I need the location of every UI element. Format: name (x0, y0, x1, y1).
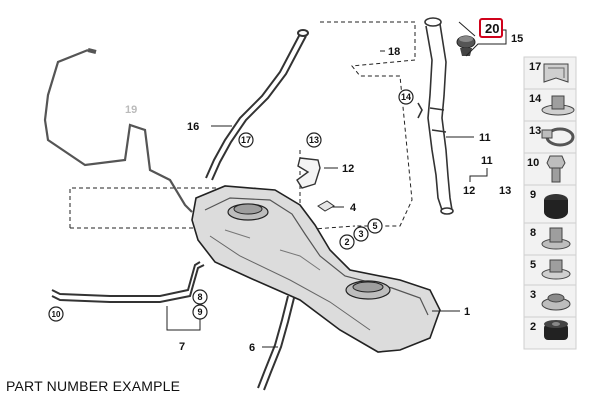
label-1: 1 (464, 306, 470, 318)
label-12b: 12 (463, 185, 475, 197)
callout-5: 5 (372, 221, 377, 231)
legend-item-13[interactable]: 13 (523, 120, 577, 154)
callout-2: 2 (344, 237, 349, 247)
legend-label-5: 5 (530, 259, 536, 271)
legend-label-13: 13 (529, 125, 541, 137)
part-16-pipe (205, 29, 309, 181)
legend-item-5[interactable]: 5 (523, 254, 577, 286)
leader-lines (166, 21, 507, 348)
collar-nut-icon (541, 293, 571, 311)
label-15: 15 (511, 33, 523, 45)
bolt-icon (546, 155, 566, 183)
legend-item-2[interactable]: 2 (523, 316, 577, 350)
worm-clamp-icon (541, 127, 575, 147)
part-12-hose (296, 157, 321, 189)
label-7: 7 (179, 341, 185, 353)
legend-label-8: 8 (530, 227, 536, 239)
legend-item-9[interactable]: 9 (523, 184, 577, 224)
label-13b: 13 (499, 185, 511, 197)
rubber-mount-icon (544, 194, 568, 219)
callout-9: 9 (197, 307, 202, 317)
legend-item-17[interactable]: 17 (523, 56, 577, 90)
part-20-cap (456, 35, 476, 56)
highlight-box-20 (479, 18, 503, 38)
label-16: 16 (187, 121, 199, 133)
legend-item-10[interactable]: 10 (523, 152, 577, 186)
label-11a: 11 (479, 132, 491, 144)
legend-label-14: 14 (529, 93, 542, 105)
label-6: 6 (249, 342, 255, 354)
legend-item-3[interactable]: 3 (523, 284, 577, 318)
label-4: 4 (350, 202, 357, 214)
grommet-nut-icon (541, 95, 575, 116)
rubber-bushing-icon (544, 320, 568, 340)
label-11b: 11 (481, 155, 493, 167)
callout-3: 3 (358, 229, 363, 239)
part-19-line (43, 48, 193, 213)
callout-circles: 14 17 13 2 3 5 8 9 10 (48, 89, 414, 322)
flange-nut-icon (541, 259, 571, 280)
label-20: 20 (485, 21, 499, 36)
part-4-clip (317, 200, 335, 212)
legend-item-8[interactable]: 8 (523, 222, 577, 256)
washer-nut-icon (541, 227, 571, 250)
part-11-filler-neck (417, 17, 454, 215)
label-18: 18 (388, 46, 400, 58)
part-labels: 20 15 18 19 16 11 12 11 12 13 4 1 7 6 (125, 21, 523, 354)
part-6-strap (257, 295, 295, 391)
legend-label-9: 9 (530, 189, 536, 201)
legend-label-3: 3 (530, 289, 536, 301)
footer-caption: PART NUMBER EXAMPLE (6, 378, 181, 394)
legend-item-14[interactable]: 14 (523, 88, 577, 122)
small-parts-legend: 17 14 13 10 (523, 56, 577, 350)
legend-label-17: 17 (529, 61, 541, 73)
hose-clamp-icon (543, 63, 569, 83)
part-1-fuel-tank (191, 185, 441, 353)
legend-label-10: 10 (527, 157, 539, 169)
label-19: 19 (125, 104, 137, 116)
label-12a: 12 (342, 163, 354, 175)
part-10-strap (51, 261, 205, 303)
legend-label-2: 2 (530, 321, 536, 333)
callout-13: 13 (309, 135, 319, 145)
callout-14: 14 (401, 92, 411, 102)
callout-8: 8 (197, 292, 202, 302)
callout-10: 10 (52, 310, 61, 319)
callout-17: 17 (241, 135, 251, 145)
